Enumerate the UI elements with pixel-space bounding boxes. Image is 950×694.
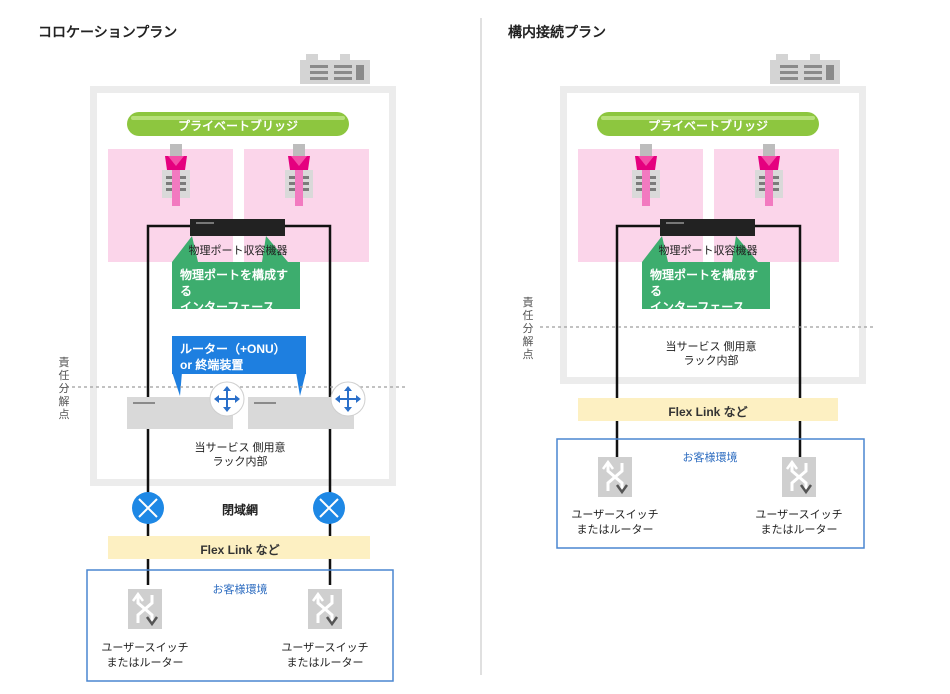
switch-icon [596,455,634,499]
router-icon [209,381,245,417]
boundary-label: 責 任 分 解 点 [522,297,534,361]
bridge-label: プライベートブリッジ [647,119,769,133]
interface-box: 物理ポートを構成する インターフェース [642,262,770,314]
router-box: ルーター（+ONU） or 終端装置 [172,336,306,374]
switch-icon [780,455,818,499]
bridge-label: プライベートブリッジ [177,119,299,133]
device-label: 物理ポート収容機器 [658,245,758,257]
interface-line2: インターフェース [650,300,745,314]
router-icon [330,381,366,417]
switch-label-line1: ユーザースイッチ [101,642,189,654]
switch-label-line1: ユーザースイッチ [571,509,659,521]
rack-label-line2: ラック内部 [683,355,739,367]
flex-link-band [578,398,838,421]
building-icon [300,54,370,84]
interface-line1: 物理ポートを構成する [180,268,289,298]
flex-link-band [108,536,370,559]
device-label: 物理ポート収容機器 [188,245,288,257]
rack-label-line1: 当サービス 側用意 [194,442,286,454]
customer-env-box [86,569,394,682]
switch-label-line1: ユーザースイッチ [281,642,369,654]
interface-line2: インターフェース [180,300,275,314]
port-device [660,219,755,236]
colocation-title: コロケーションプラン [38,24,178,40]
switch-label-line2: またはルーター [286,657,364,669]
flex-link-label: Flex Link など [668,405,748,419]
closed-network-icon [312,491,346,525]
router-line1: ルーター（+ONU） [180,342,286,356]
switch-label-line2: またはルーター [106,657,184,669]
flex-link-label: Flex Link など [200,543,280,557]
customer-env-box [556,438,865,549]
port-device [190,219,285,236]
switch-icon [126,587,164,631]
switch-label-line2: またはルーター [576,524,654,536]
closed-network-label: 閉域網 [221,503,259,517]
rack-label-line2: ラック内部 [212,456,268,468]
interface-line1: 物理ポートを構成する [650,268,759,298]
premises-title: 構内接続プラン [508,24,606,40]
switch-label-line1: ユーザースイッチ [755,509,843,521]
rack-label-line1: 当サービス 側用意 [665,341,757,353]
interface-box: 物理ポートを構成する インターフェース [172,262,300,314]
switch-label-line2: またはルーター [760,524,838,536]
router-line2: or 終端装置 [180,358,244,372]
boundary-label: 責 任 分 解 点 [58,357,70,421]
customer-env-label: お客様環境 [212,584,268,596]
switch-icon [306,587,344,631]
building-icon [770,54,840,84]
customer-env-label: お客様環境 [682,452,738,464]
closed-network-icon [131,491,165,525]
